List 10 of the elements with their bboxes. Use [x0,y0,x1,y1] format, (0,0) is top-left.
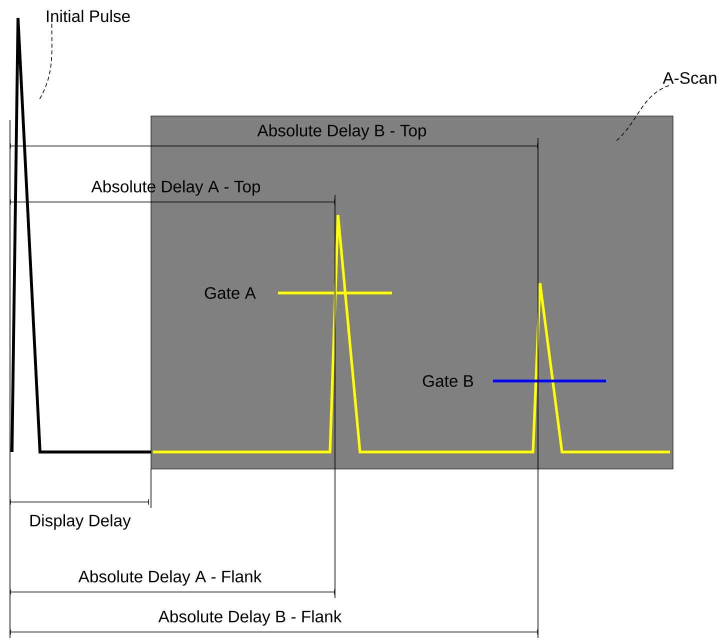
callout-text: A-Scan [662,72,716,84]
dimension-label: Display Delay [30,514,131,530]
callout-text: Initial Pulse [46,10,130,22]
dimension-label: Absolute Delay B - Top [257,124,426,140]
gate-label: Gate B [422,375,474,387]
leader-line [38,23,52,100]
leader-line [614,85,670,142]
dimension-label: Absolute Delay A - Flank [78,570,262,586]
dimension-label: Absolute Delay B - Flank [158,610,342,626]
gate-label: Gate A [204,287,256,299]
